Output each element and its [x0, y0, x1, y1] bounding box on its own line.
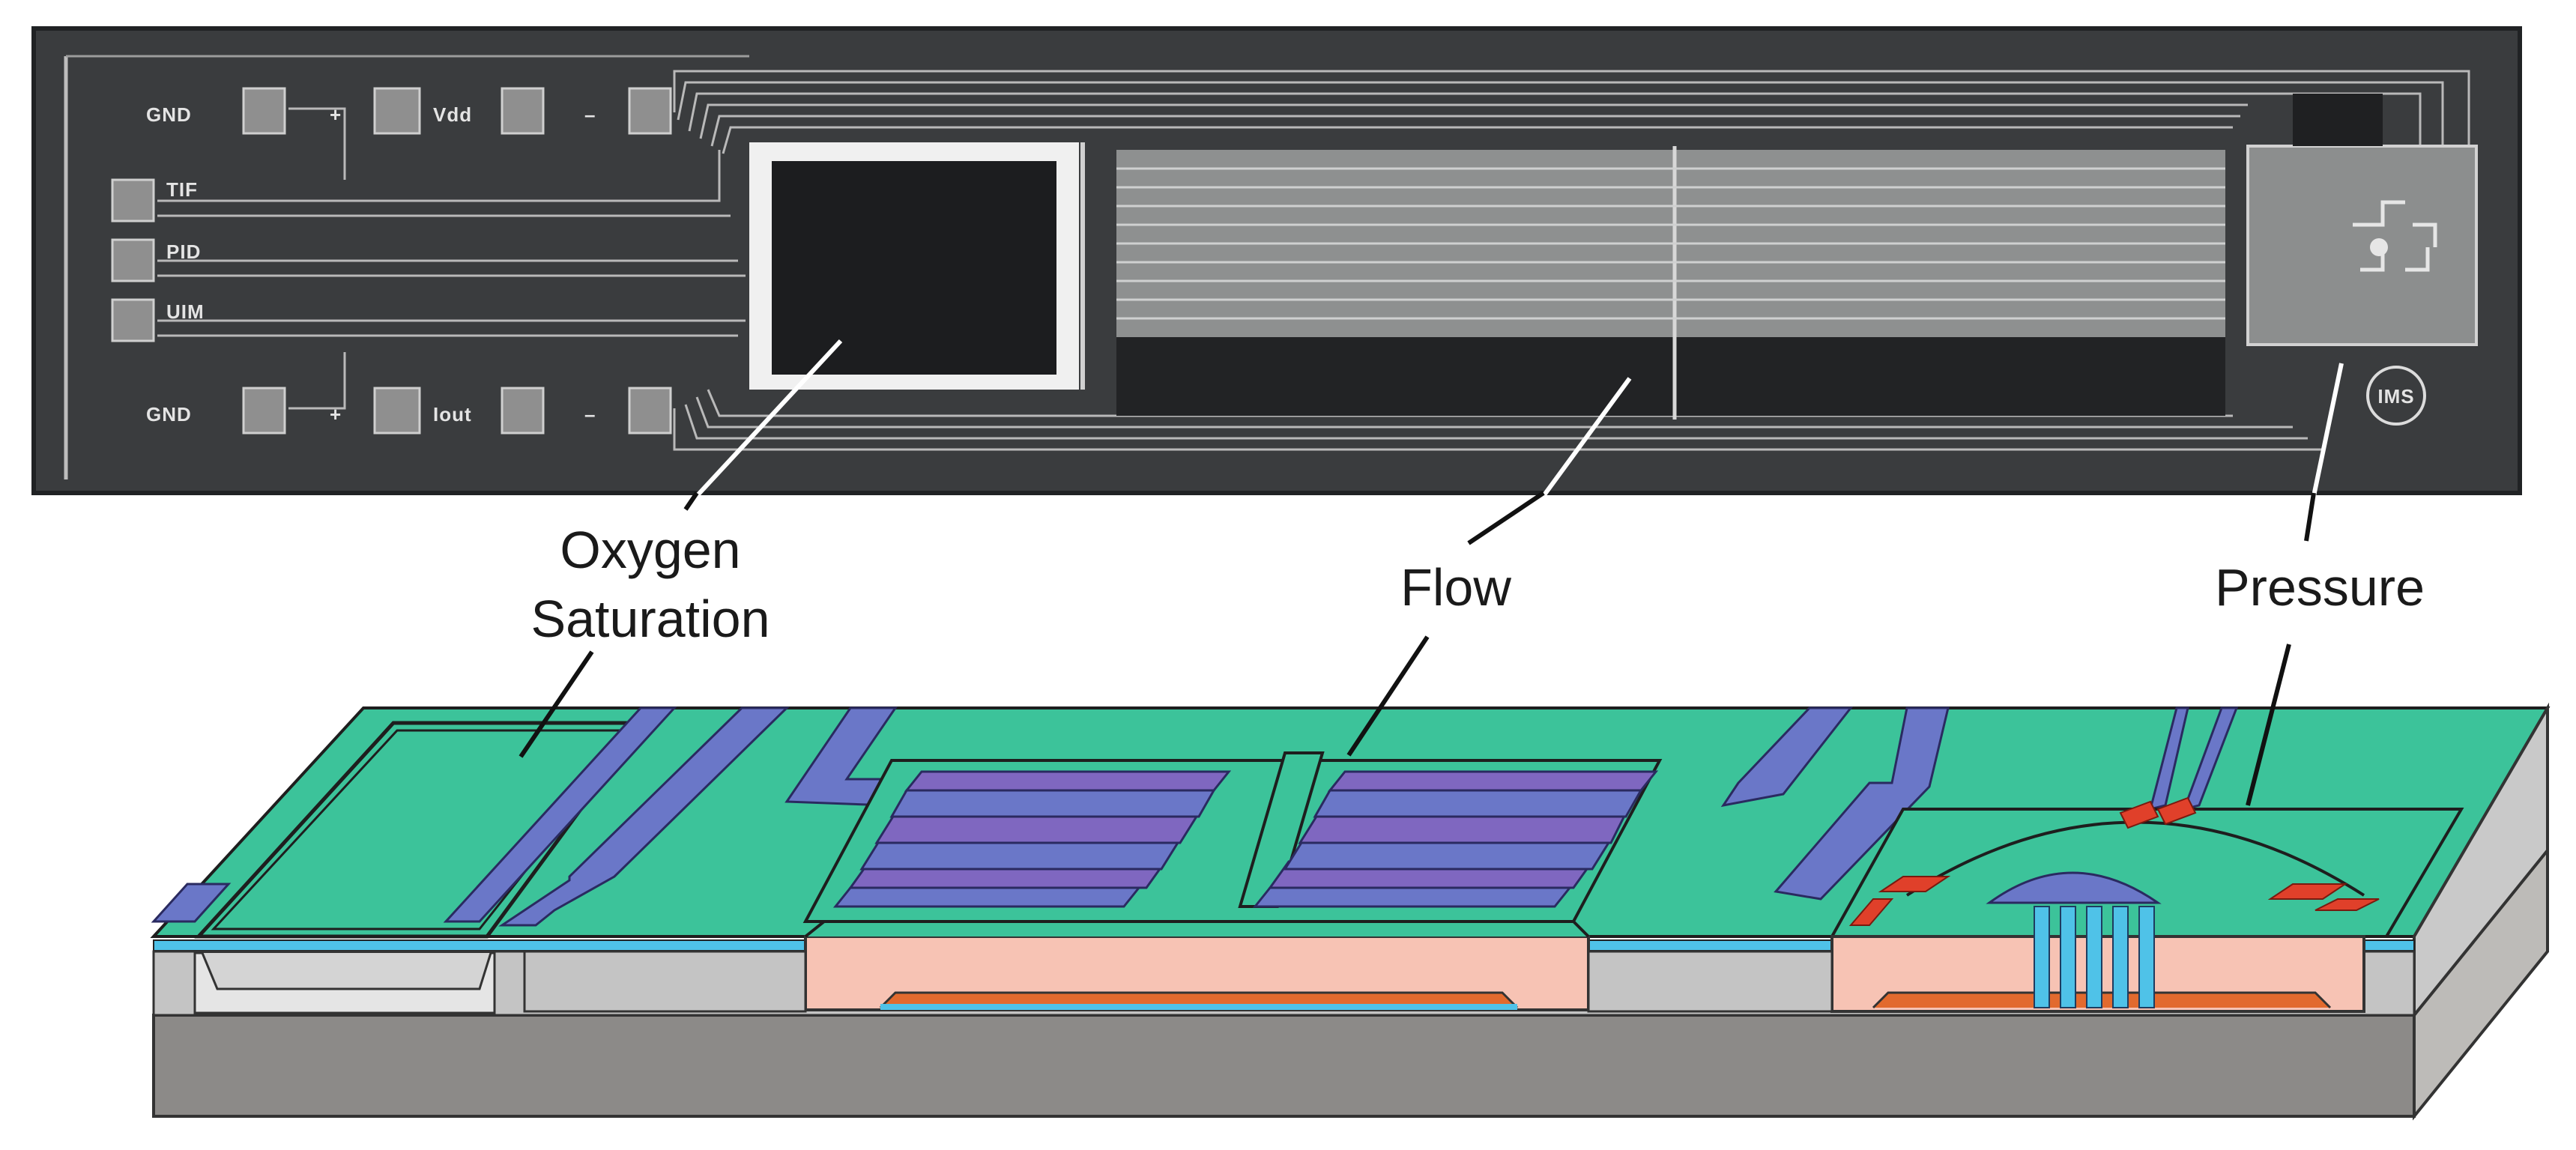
- pressure-leader-section: [2246, 644, 2291, 806]
- ims-logo: IMS: [2366, 366, 2426, 426]
- pad-label-pid: PID: [166, 240, 201, 263]
- oxygen-leader-photo: [695, 339, 843, 498]
- callout-oxygen-line2: Saturation: [530, 590, 770, 648]
- electrodes: [151, 706, 2239, 927]
- oxide-block-mid: [1587, 950, 1833, 1013]
- pad-label-minus-bottom: –: [584, 403, 596, 426]
- callout-pressure: Pressure: [2215, 558, 2425, 617]
- pressure-sensor-section: [1829, 796, 2464, 1013]
- oxygen-leader-section: [518, 650, 594, 758]
- chip-cross-section: [150, 702, 2551, 1121]
- oxygen-sensor-window: [749, 142, 1085, 390]
- pressure-leader-top: [2304, 492, 2316, 542]
- pad-label-plus-bottom: +: [330, 403, 342, 426]
- flow-leader-top: [1467, 491, 1545, 545]
- pad-label-uim: UIM: [166, 300, 205, 323]
- flow-leader-section: [1346, 635, 1430, 757]
- flow-sensor-region: [1116, 146, 2225, 420]
- ims-logo-text: IMS: [2377, 385, 2414, 408]
- pad-label-vdd: Vdd: [433, 103, 472, 126]
- pad-label-minus-top: –: [584, 103, 596, 126]
- bond-pads: [111, 87, 672, 435]
- pad-label-gnd-top: GND: [146, 103, 192, 126]
- wiring-traces: [157, 70, 2470, 451]
- callout-oxygen-line1: Oxygen: [560, 521, 740, 579]
- oxygen-leader-top: [683, 491, 699, 511]
- chip-micrograph: GND + Vdd – TIF PID UIM GND + Iout –: [31, 26, 2522, 498]
- callout-flow: Flow: [1400, 558, 1511, 617]
- oxide-block-left: [523, 950, 807, 1013]
- pad-label-iout: Iout: [433, 403, 472, 426]
- pad-label-gnd-bottom: GND: [146, 403, 192, 426]
- pad-label-tif: TIF: [166, 178, 198, 201]
- flow-leader-photo: [1541, 377, 1632, 497]
- flow-heater-strips: [832, 770, 1659, 908]
- oxygen-sensor-section: [193, 721, 648, 1014]
- pressure-leader-photo: [2312, 363, 2344, 497]
- pad-label-plus-top: +: [330, 103, 342, 126]
- pressure-sensor-region: [2246, 94, 2478, 346]
